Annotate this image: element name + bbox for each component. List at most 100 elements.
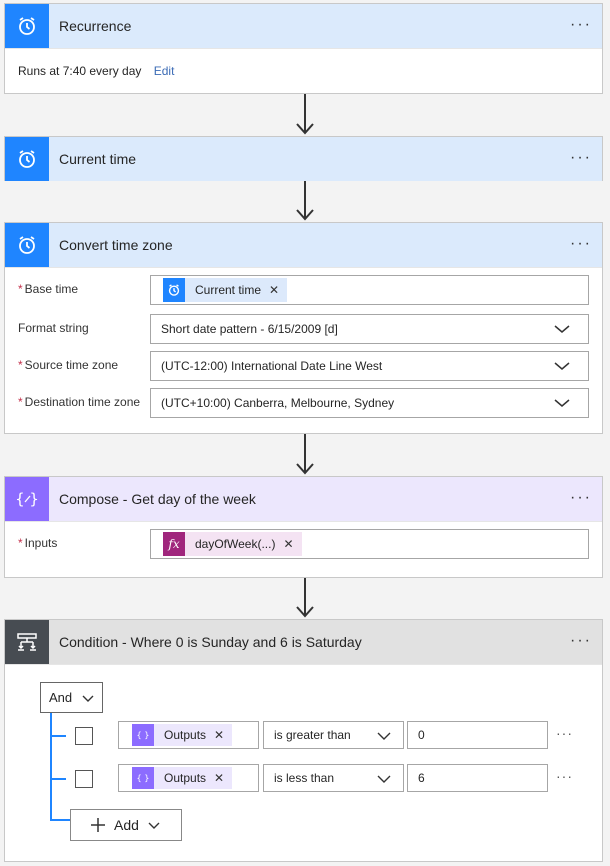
destination-time-zone-row: *Destination time zone (UTC+10:00) Canbe… bbox=[5, 388, 602, 420]
condition-header[interactable]: Condition - Where 0 is Sunday and 6 is S… bbox=[5, 620, 602, 665]
source-time-zone-row: *Source time zone (UTC-12:00) Internatio… bbox=[5, 351, 602, 383]
condition-operand-right[interactable]: 0 bbox=[407, 721, 548, 749]
condition-value: 0 bbox=[418, 728, 425, 742]
compose-title: Compose - Get day of the week bbox=[59, 491, 256, 507]
add-button[interactable]: Add bbox=[70, 809, 182, 841]
convert-title: Convert time zone bbox=[59, 237, 173, 253]
convert-header[interactable]: Convert time zone ··· bbox=[5, 223, 602, 268]
inputs-label: *Inputs bbox=[18, 536, 58, 550]
required-marker: * bbox=[18, 282, 23, 296]
base-time-row: *Base time Current time ✕ bbox=[5, 275, 602, 307]
token-label: Current time bbox=[195, 283, 262, 297]
alarm-clock-icon bbox=[5, 223, 49, 267]
recurrence-card: Recurrence ··· Runs at 7:40 every day Ed… bbox=[4, 3, 603, 94]
flow-arrow-icon bbox=[296, 181, 314, 221]
condition-operator-value: is greater than bbox=[274, 728, 351, 742]
base-time-input[interactable]: Current time ✕ bbox=[150, 275, 589, 305]
condition-operand-left[interactable]: { } Outputs ✕ bbox=[118, 721, 259, 749]
row-more-icon[interactable]: ··· bbox=[556, 725, 573, 741]
token-label: Outputs bbox=[164, 771, 207, 785]
condition-operator-dropdown[interactable]: is greater than bbox=[263, 721, 404, 749]
alarm-clock-icon bbox=[5, 4, 49, 48]
inputs-row: *Inputs fx dayOfWeek(...) ✕ bbox=[5, 529, 602, 561]
remove-token-icon[interactable]: ✕ bbox=[283, 537, 294, 551]
format-string-value: Short date pattern - 6/15/2009 [d] bbox=[161, 322, 338, 336]
svg-text:{ }: { } bbox=[137, 730, 150, 740]
recurrence-edit-link[interactable]: Edit bbox=[153, 64, 175, 78]
convert-time-zone-card: Convert time zone ··· *Base time Current… bbox=[4, 222, 603, 434]
group-operator-value: And bbox=[49, 690, 73, 705]
token-label: dayOfWeek(...) bbox=[195, 537, 276, 551]
source-time-zone-value: (UTC-12:00) International Date Line West bbox=[161, 359, 383, 373]
chevron-down-icon bbox=[82, 695, 94, 702]
source-time-zone-label: *Source time zone bbox=[18, 358, 119, 372]
condition-icon bbox=[5, 620, 49, 664]
condition-more-icon[interactable]: ··· bbox=[570, 632, 592, 649]
condition-connector bbox=[50, 819, 70, 821]
recurrence-header[interactable]: Recurrence ··· bbox=[5, 4, 602, 49]
chevron-down-icon bbox=[148, 822, 160, 829]
condition-connector bbox=[50, 713, 52, 820]
format-string-dropdown[interactable]: Short date pattern - 6/15/2009 [d] bbox=[150, 314, 589, 344]
format-string-row: Format string Short date pattern - 6/15/… bbox=[5, 314, 602, 346]
current-time-title: Current time bbox=[59, 151, 137, 167]
chevron-down-icon bbox=[554, 325, 570, 333]
recurrence-title: Recurrence bbox=[59, 18, 132, 34]
chevron-down-icon bbox=[554, 399, 570, 407]
required-marker: * bbox=[18, 395, 23, 409]
compose-header[interactable]: { } Compose - Get day of the week ··· bbox=[5, 477, 602, 522]
row-checkbox[interactable] bbox=[75, 770, 93, 788]
recurrence-more-icon[interactable]: ··· bbox=[570, 16, 592, 33]
condition-value: 6 bbox=[418, 771, 425, 785]
inputs-field[interactable]: fx dayOfWeek(...) ✕ bbox=[150, 529, 589, 559]
row-more-icon[interactable]: ··· bbox=[556, 768, 573, 784]
condition-title: Condition - Where 0 is Sunday and 6 is S… bbox=[59, 634, 362, 650]
flow-arrow-icon bbox=[296, 94, 314, 135]
function-icon: fx bbox=[163, 532, 185, 556]
compose-icon: { } bbox=[132, 724, 154, 746]
chevron-down-icon bbox=[377, 775, 391, 783]
destination-time-zone-dropdown[interactable]: (UTC+10:00) Canberra, Melbourne, Sydney bbox=[150, 388, 589, 418]
chevron-down-icon bbox=[554, 362, 570, 370]
required-marker: * bbox=[18, 358, 23, 372]
compose-icon: { } bbox=[5, 477, 49, 521]
condition-operator-value: is less than bbox=[274, 771, 335, 785]
format-string-label: Format string bbox=[18, 321, 89, 335]
destination-time-zone-label: *Destination time zone bbox=[18, 395, 141, 409]
alarm-clock-icon bbox=[5, 137, 49, 181]
base-time-label: *Base time bbox=[18, 282, 79, 296]
svg-text:{ }: { } bbox=[137, 773, 150, 783]
remove-token-icon[interactable]: ✕ bbox=[214, 728, 225, 742]
recurrence-summary: Runs at 7:40 every day bbox=[18, 64, 142, 78]
chevron-down-icon bbox=[377, 732, 391, 740]
compose-icon: { } bbox=[132, 767, 154, 789]
condition-connector bbox=[50, 778, 66, 780]
current-time-card: Current time ··· bbox=[4, 136, 603, 181]
token-label: Outputs bbox=[164, 728, 207, 742]
convert-more-icon[interactable]: ··· bbox=[570, 235, 592, 252]
outputs-token[interactable]: { } Outputs ✕ bbox=[132, 767, 233, 789]
plus-icon bbox=[91, 818, 105, 832]
condition-operand-right[interactable]: 6 bbox=[407, 764, 548, 792]
alarm-clock-icon bbox=[163, 278, 185, 302]
current-time-more-icon[interactable]: ··· bbox=[570, 149, 592, 166]
condition-operand-left[interactable]: { } Outputs ✕ bbox=[118, 764, 259, 792]
current-time-token[interactable]: Current time ✕ bbox=[163, 278, 288, 302]
condition-operator-dropdown[interactable]: is less than bbox=[263, 764, 404, 792]
recurrence-summary-row: Runs at 7:40 every day Edit bbox=[18, 64, 174, 78]
required-marker: * bbox=[18, 536, 23, 550]
compose-card: { } Compose - Get day of the week ··· *I… bbox=[4, 476, 603, 578]
flow-arrow-icon bbox=[296, 578, 314, 618]
source-time-zone-dropdown[interactable]: (UTC-12:00) International Date Line West bbox=[150, 351, 589, 381]
destination-time-zone-value: (UTC+10:00) Canberra, Melbourne, Sydney bbox=[161, 396, 395, 410]
row-checkbox[interactable] bbox=[75, 727, 93, 745]
current-time-header[interactable]: Current time ··· bbox=[5, 137, 602, 181]
outputs-token[interactable]: { } Outputs ✕ bbox=[132, 724, 233, 746]
remove-token-icon[interactable]: ✕ bbox=[269, 283, 280, 297]
condition-card: Condition - Where 0 is Sunday and 6 is S… bbox=[4, 619, 603, 862]
flow-arrow-icon bbox=[296, 434, 314, 475]
compose-more-icon[interactable]: ··· bbox=[570, 489, 592, 506]
group-operator-dropdown[interactable]: And bbox=[40, 682, 103, 713]
expression-token[interactable]: fx dayOfWeek(...) ✕ bbox=[163, 532, 302, 556]
remove-token-icon[interactable]: ✕ bbox=[214, 771, 225, 785]
